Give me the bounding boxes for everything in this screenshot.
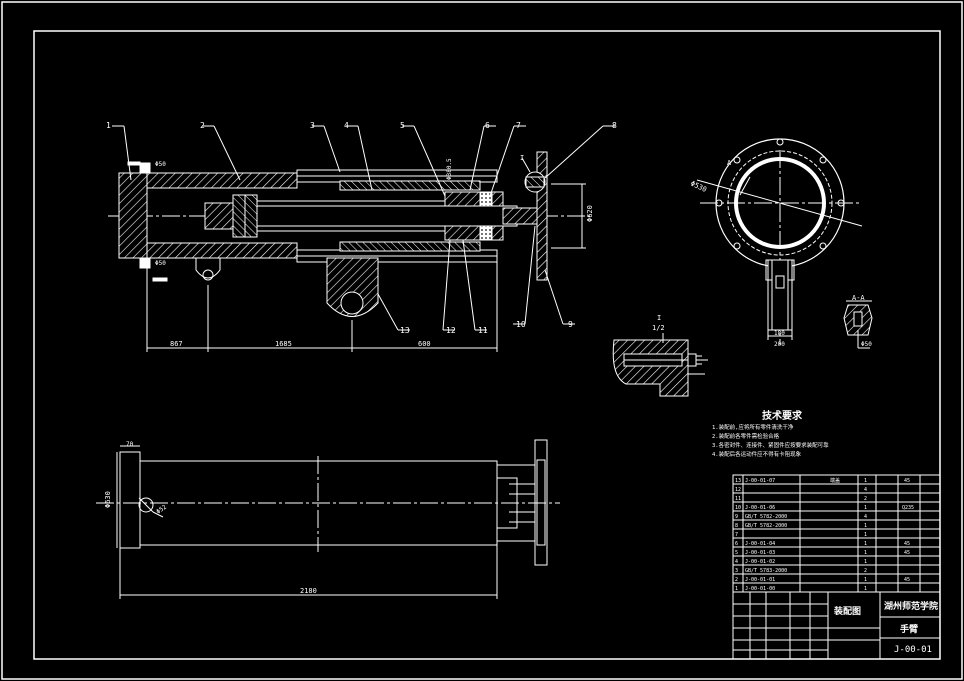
bom-no: 2	[735, 577, 738, 583]
bom-rows: 13 J-00-01-07 端盖 1 45 12 4 11 2 10 J-00-…	[735, 477, 914, 592]
balloon-13: 13	[400, 326, 410, 335]
end-view	[696, 138, 863, 345]
bom-qty: 4	[864, 487, 867, 493]
bom-mat: 45	[904, 541, 910, 547]
bom-code: GB/T 5783-2000	[745, 568, 787, 574]
bom-qty: 1	[864, 577, 867, 583]
bom-code: GB/T 5782-2000	[745, 523, 787, 529]
dim-plan-width: Φ630	[104, 491, 112, 508]
part-name: 手臂	[900, 623, 918, 635]
bom-qty: 1	[864, 478, 867, 484]
title-block: 装配图 湖州师范学院 手臂 J-00-01	[833, 600, 938, 655]
bom-frame	[732, 474, 941, 660]
plan-view	[96, 439, 560, 599]
balloon-10: 10	[516, 320, 526, 329]
drawing-type: 装配图	[833, 605, 861, 617]
dim-lug-h: 200	[774, 341, 785, 348]
detail-i	[612, 333, 708, 397]
tech-title: 技术要求	[762, 409, 803, 422]
section-aa-dim: Φ50	[861, 341, 872, 348]
dim-620: Φ620	[586, 205, 594, 222]
bom-no: 9	[735, 514, 738, 520]
detail-mark: I	[520, 154, 524, 162]
dim-2180: 2180	[300, 587, 317, 595]
dim-port-top: Φ50	[155, 161, 166, 168]
bom-code: J-00-01-03	[745, 550, 775, 556]
tech-item-4: 4.装配后各运动件应不得有卡阻现象	[712, 450, 802, 458]
dim-1685: 1685	[275, 340, 292, 348]
tech-item-2: 2.装配前各零件需检验合格	[712, 432, 780, 440]
section-aa-label: A-A	[852, 294, 865, 302]
tech-requirements: 技术要求 1.装配前,应将所有零件清洗干净 2.装配前各零件需检验合格 3.各密…	[712, 409, 829, 458]
dim-bore: Φ380.5	[446, 158, 453, 180]
balloon-11: 11	[478, 326, 488, 335]
balloon-12: 12	[446, 326, 456, 335]
tech-item-3: 3.各密封件、连接件、紧固件应按要求装配可靠	[712, 441, 829, 449]
bom-code: J-00-01-01	[745, 577, 775, 583]
balloon-2: 2	[200, 121, 205, 130]
detail-scale: 1/2	[652, 324, 665, 332]
balloon-9: 9	[568, 320, 573, 329]
dim-600: 600	[418, 340, 431, 348]
drawing-number: J-00-01	[894, 645, 932, 655]
bom-no: 5	[735, 550, 738, 556]
balloon-5: 5	[400, 121, 405, 130]
bom-no: 13	[735, 478, 741, 484]
section-aa	[843, 300, 873, 349]
bom-code: J-00-01-06	[745, 505, 775, 511]
bom-no: 4	[735, 559, 738, 565]
bom-no: 8	[735, 523, 738, 529]
bom-code: J-00-01-00	[745, 586, 775, 592]
bom-name: 端盖	[830, 477, 840, 484]
dim-867: 867	[170, 340, 183, 348]
company-name: 湖州师范学院	[884, 600, 938, 612]
bom-qty: 2	[864, 568, 867, 574]
bom-no: 6	[735, 541, 738, 547]
section-mark: A	[727, 159, 732, 167]
bom-no: 3	[735, 568, 738, 574]
bom-mat: Q235	[902, 505, 914, 511]
bom-qty: 1	[864, 532, 867, 538]
main-view-text: 1 2 3 4 5 6 7 8 9 10 11 12 13 I 867 1685…	[106, 121, 617, 348]
bom-no: 12	[735, 487, 741, 493]
bom-code: J-00-01-04	[745, 541, 775, 547]
dim-plan-hole: Φ52	[155, 503, 168, 515]
bom-mat: 45	[904, 550, 910, 556]
bom-qty: 1	[864, 559, 867, 565]
balloon-6: 6	[485, 121, 490, 130]
bom-qty: 2	[864, 496, 867, 502]
bom-qty: 1	[864, 541, 867, 547]
bom-code: J-00-01-02	[745, 559, 775, 565]
bom-mat: 45	[904, 478, 910, 484]
bom-code: GB/T 5782-2000	[745, 514, 787, 520]
main-section-view	[108, 125, 615, 352]
balloon-8: 8	[612, 121, 617, 130]
bom-no: 11	[735, 496, 741, 502]
dim-port-bottom: Φ50	[155, 260, 166, 267]
bom-no: 7	[735, 532, 738, 538]
inner-frame	[33, 30, 941, 660]
detail-label: I	[657, 314, 661, 322]
balloon-7: 7	[516, 121, 521, 130]
bom-qty: 1	[864, 550, 867, 556]
bom-qty: 1	[864, 586, 867, 592]
bom-no: 10	[735, 505, 741, 511]
bom-qty: 4	[864, 514, 867, 520]
dim-70: 70	[126, 441, 134, 448]
balloon-1: 1	[106, 121, 111, 130]
bom-code: J-00-01-07	[745, 478, 775, 484]
bom-mat: 45	[904, 577, 910, 583]
balloon-4: 4	[344, 121, 349, 130]
tech-item-1: 1.装配前,应将所有零件清洗干净	[712, 423, 794, 431]
dim-lug: 180	[774, 330, 785, 337]
balloon-3: 3	[310, 121, 315, 130]
bom-qty: 1	[864, 505, 867, 511]
bom-qty: 1	[864, 523, 867, 529]
bom-no: 1	[735, 586, 738, 592]
